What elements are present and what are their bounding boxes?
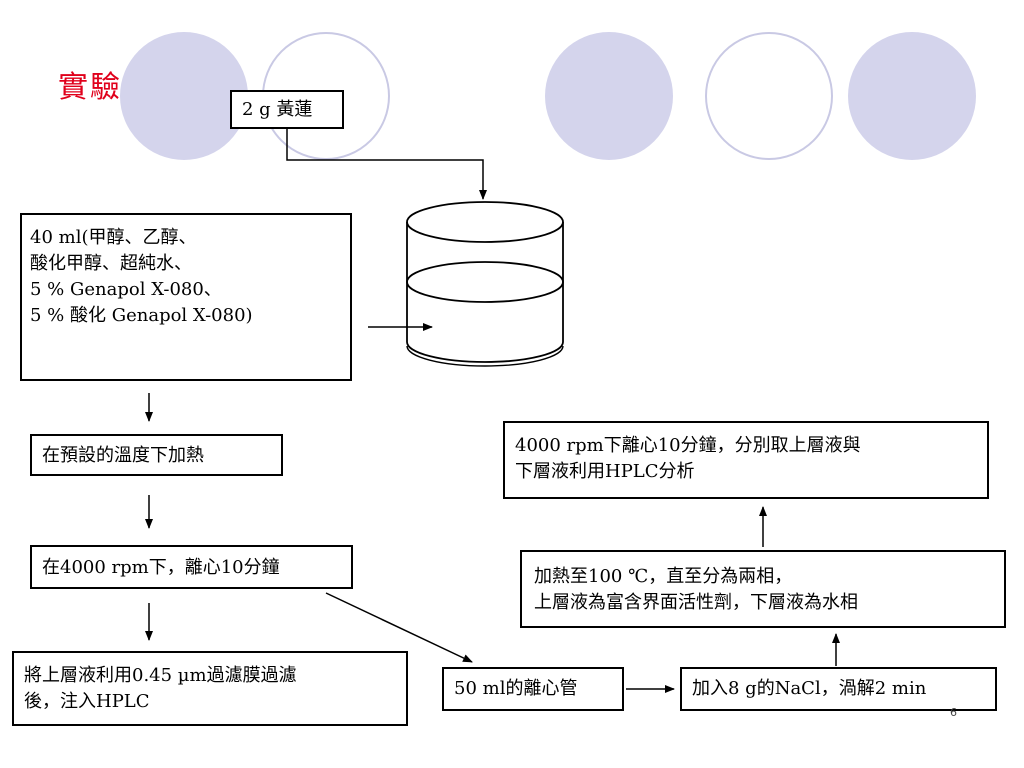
centrifuge-label: 在4000 rpm下，離心10分鐘 bbox=[42, 557, 280, 578]
nacl-label: 加入8 g的NaCl，渦解2 min bbox=[692, 678, 927, 699]
solvent-line: 40 ml(甲醇、乙醇、 bbox=[30, 227, 197, 248]
heat-label: 在預設的溫度下加熱 bbox=[42, 445, 204, 466]
arrow-centrifuge-to-tube bbox=[325, 592, 473, 663]
heat-box: 在預設的溫度下加熱 bbox=[30, 434, 283, 476]
solvent-box: 40 ml(甲醇、乙醇、 酸化甲醇、超純水、 5 % Genapol X-080… bbox=[20, 213, 352, 381]
beaker-icon bbox=[406, 201, 564, 367]
centrifuge-box: 在4000 rpm下，離心10分鐘 bbox=[30, 545, 353, 589]
sample-box: 2 g 黃蓮 bbox=[230, 90, 344, 129]
deco-circle-5 bbox=[848, 32, 976, 160]
nacl-box: 加入8 g的NaCl，渦解2 min bbox=[680, 667, 997, 711]
solvent-line: 5 % Genapol X-080、 bbox=[30, 279, 222, 300]
analysis-line: 下層液利用HPLC分析 bbox=[515, 461, 695, 482]
page-number: 6 bbox=[950, 706, 957, 719]
phase-line: 上層液為富含界面活性劑，下層液為水相 bbox=[534, 592, 858, 613]
tube-label: 50 ml的離心管 bbox=[454, 678, 578, 699]
arrow-sample-to-beaker bbox=[286, 128, 487, 200]
deco-circle-4 bbox=[705, 32, 833, 160]
solvent-line: 酸化甲醇、超純水、 bbox=[30, 253, 192, 274]
filter-box: 將上層液利用0.45 µm過濾膜過濾 後，注入HPLC bbox=[12, 651, 408, 726]
analysis-box: 4000 rpm下離心10分鐘，分別取上層液與 下層液利用HPLC分析 bbox=[503, 421, 989, 499]
filter-line: 將上層液利用0.45 µm過濾膜過濾 bbox=[24, 665, 297, 686]
filter-line: 後，注入HPLC bbox=[24, 691, 150, 712]
tube-box: 50 ml的離心管 bbox=[442, 667, 624, 711]
phase-line: 加熱至100 ℃，直至分為兩相， bbox=[534, 566, 793, 587]
sample-label: 2 g 黃蓮 bbox=[242, 99, 313, 120]
deco-circle-3 bbox=[545, 32, 673, 160]
phase-box: 加熱至100 ℃，直至分為兩相， 上層液為富含界面活性劑，下層液為水相 bbox=[520, 550, 1006, 628]
deco-circle-1 bbox=[120, 32, 248, 160]
analysis-line: 4000 rpm下離心10分鐘，分別取上層液與 bbox=[515, 435, 861, 456]
solvent-line: 5 % 酸化 Genapol X-080) bbox=[30, 305, 253, 326]
slide-title: 實驗 bbox=[58, 70, 122, 105]
